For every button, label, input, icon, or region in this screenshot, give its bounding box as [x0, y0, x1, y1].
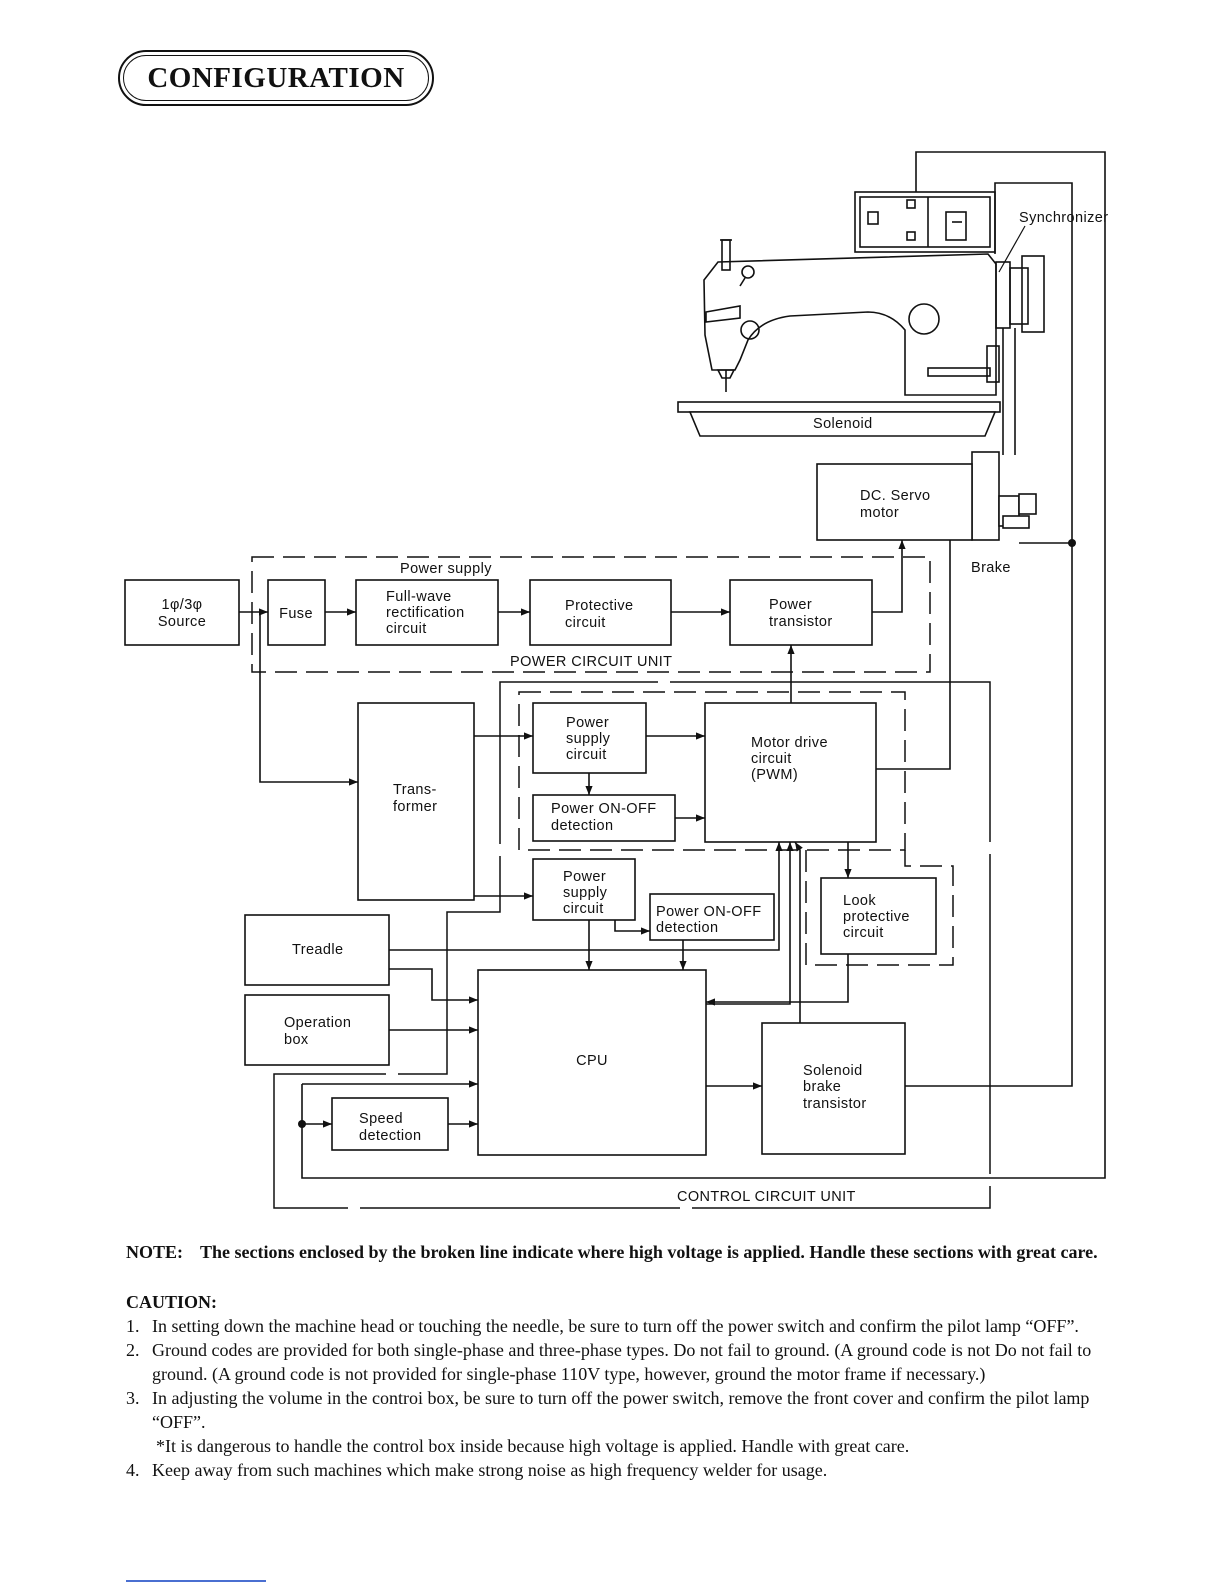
block-source [124, 579, 240, 646]
servo-motor-coupler [1018, 493, 1037, 515]
notes-section: NOTE: The sections enclosed by the broke… [126, 1240, 1108, 1482]
block-treadle [244, 914, 390, 986]
label-cpu: CPU [576, 1053, 608, 1069]
wires [239, 151, 1106, 1179]
title-frame [118, 50, 434, 106]
section-title: CONFIGURATION [118, 50, 434, 106]
label-transformer: Trans-former [393, 782, 437, 815]
caution-item: 3. In adjusting the volume in the contro… [126, 1386, 1108, 1458]
title-text: CONFIGURATION [147, 62, 405, 94]
label-fuse: Fuse [279, 606, 313, 622]
title-frame-inner [123, 55, 429, 101]
caution-text: Keep away from such machines which make … [152, 1460, 828, 1480]
block-onoff-2 [649, 893, 775, 941]
caution-text-main: In adjusting the volume in the controi b… [152, 1388, 1090, 1432]
caution-number: 3. [126, 1388, 140, 1408]
caution-number: 2. [126, 1340, 140, 1360]
note-text: The sections enclosed by the broken line… [200, 1242, 1098, 1262]
caution-text: In adjusting the volume in the controi b… [152, 1386, 1108, 1458]
block-speed-detection [331, 1097, 449, 1151]
caution-item: 1. In setting down the machine head or t… [126, 1314, 1108, 1338]
label-power-supply: Power supply [400, 561, 492, 577]
block-power-transistor [729, 579, 873, 646]
block-rectifier [355, 579, 499, 646]
block-fuse [267, 579, 326, 646]
servo-motor-pulley [971, 451, 1000, 541]
footer-rule [126, 1580, 266, 1582]
block-onoff-1 [532, 794, 676, 842]
sewing-machine-illustration [677, 191, 1045, 455]
servo-motor-group [971, 451, 1037, 541]
block-power-supply-1 [532, 702, 647, 774]
caution-number: 1. [126, 1316, 140, 1336]
motor-drive-boundary [518, 691, 906, 851]
control-box-on-head [854, 191, 996, 253]
block-transformer [357, 702, 475, 901]
note: NOTE: The sections enclosed by the broke… [126, 1240, 1108, 1264]
label-brake: Brake [971, 560, 1011, 576]
block-operation-box [244, 994, 390, 1066]
caution-text: In setting down the machine head or touc… [152, 1316, 1079, 1336]
block-solenoid-brake [761, 1022, 906, 1155]
caution-list: 1. In setting down the machine head or t… [126, 1314, 1108, 1482]
junction-dot [298, 1120, 306, 1128]
caution-item: 2. Ground codes are provided for both si… [126, 1338, 1108, 1386]
block-motor-drive [704, 702, 877, 843]
servo-motor-end [1002, 515, 1030, 529]
power-circuit-unit-boundary [251, 556, 931, 673]
label-power-circuit-unit: POWER CIRCUIT UNIT [510, 654, 672, 670]
caution-item: 4. Keep away from such machines which ma… [126, 1458, 1108, 1482]
note-label: NOTE: [126, 1242, 184, 1262]
caution-heading: CAUTION: [126, 1292, 218, 1312]
block-servo-motor [816, 463, 973, 541]
lock-circuit-boundary [805, 850, 954, 966]
junction-dot-brake [1068, 539, 1076, 547]
label-treadle: Treadle [292, 942, 343, 958]
caution-number: 4. [126, 1460, 140, 1480]
label-synchronizer: Synchronizer [1019, 210, 1108, 226]
block-power-supply-2 [532, 858, 636, 921]
synchronizer-leader [998, 225, 1026, 273]
caution-warning: *It is dangerous to handle the control b… [156, 1436, 910, 1456]
block-cpu [477, 969, 707, 1156]
control-circuit-unit-boundary [273, 681, 991, 1209]
block-lock-protective [820, 877, 937, 955]
label-control-circuit-unit: CONTROL CIRCUIT UNIT [677, 1189, 856, 1205]
block-protective [529, 579, 672, 646]
label-solenoid: Solenoid [813, 416, 873, 432]
caution-text: Ground codes are provided for both singl… [152, 1340, 1092, 1384]
